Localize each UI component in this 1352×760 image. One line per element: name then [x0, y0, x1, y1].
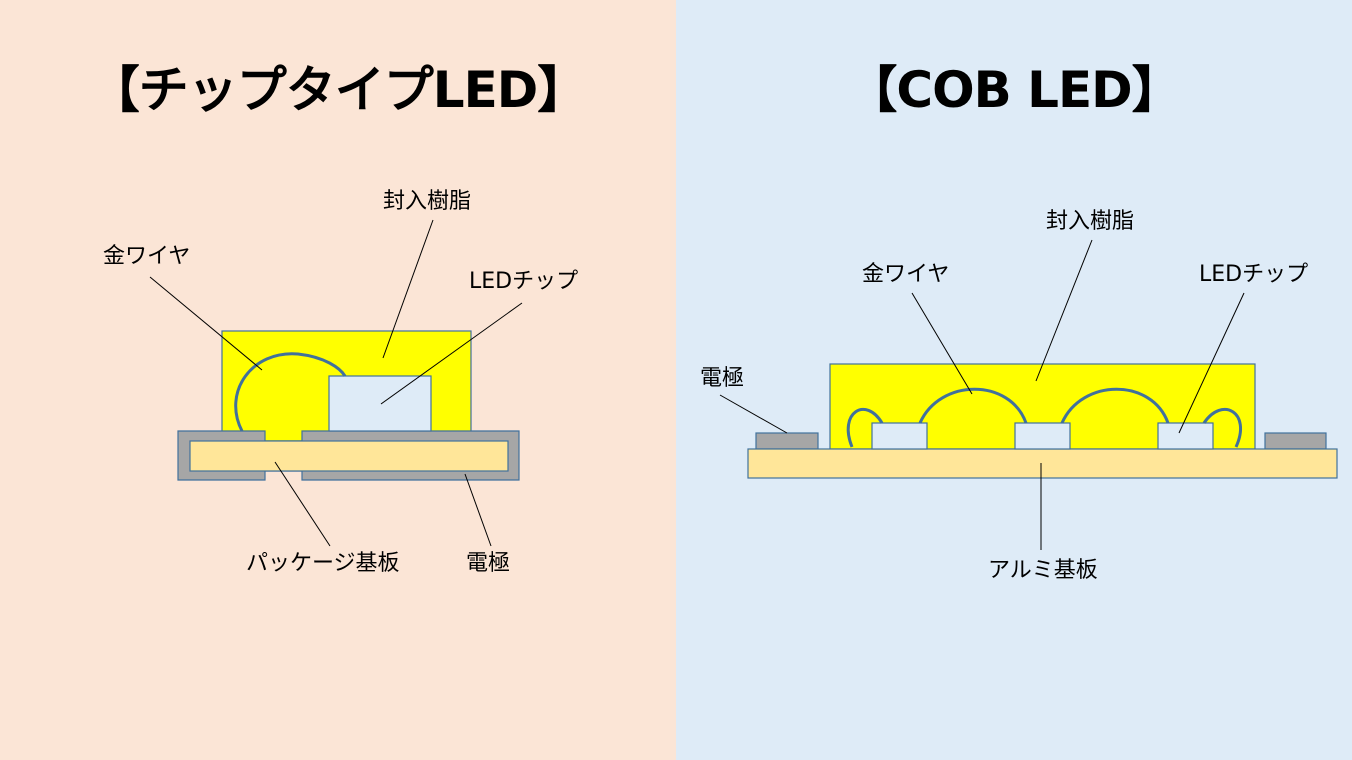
- chip-type-led-panel: 【チップタイプLED】: [0, 0, 676, 760]
- cob-label-aluminum-substrate: アルミ基板: [988, 558, 1098, 583]
- chip-type-package-substrate: [189, 440, 509, 472]
- cob-label-electrode: 電極: [700, 366, 744, 391]
- leader-line-package-substrate: [274, 461, 331, 547]
- cob-led-diagram: 封入樹脂 金ワイヤ LEDチップ 電極 アルミ基板: [700, 209, 1338, 583]
- cob-gold-wire-2: [918, 387, 1028, 424]
- chip-type-led-diagram: 封入樹脂 金ワイヤ LEDチップ パッケージ基板 電極: [103, 189, 578, 576]
- label-gold-wire: 金ワイヤ: [103, 244, 190, 269]
- leader-line-gold-wire: [149, 276, 263, 371]
- cob-leader-line-electrode: [719, 394, 788, 434]
- cob-aluminum-substrate: [747, 448, 1338, 479]
- label-resin: 封入樹脂: [383, 189, 471, 214]
- cob-gold-wire-3: [1060, 387, 1170, 424]
- leader-line-resin: [382, 219, 434, 359]
- cob-leader-line-gold-wire: [911, 292, 973, 395]
- cob-leader-line-resin: [1035, 239, 1093, 382]
- cob-label-gold-wire: 金ワイヤ: [862, 262, 949, 287]
- chip-type-gold-wire: [234, 352, 347, 432]
- cob-led-chip-3: [1157, 422, 1214, 450]
- cob-electrode-right: [1264, 432, 1327, 450]
- chip-type-led-chip: [328, 375, 432, 432]
- label-electrode: 電極: [466, 551, 510, 576]
- cob-gold-wire-4: [1202, 407, 1243, 448]
- cob-label-led-chip: LEDチップ: [1199, 262, 1308, 287]
- chip-type-led-title: 【チップタイプLED】: [89, 61, 588, 119]
- label-led-chip: LEDチップ: [469, 269, 578, 294]
- cob-electrode-left: [755, 432, 819, 450]
- label-package-substrate: パッケージ基板: [246, 551, 400, 576]
- cob-led-chip-1: [871, 422, 928, 450]
- leader-line-led-chip: [380, 302, 523, 405]
- cob-gold-wire-1: [846, 407, 884, 448]
- cob-label-resin: 封入樹脂: [1046, 209, 1134, 234]
- cob-leader-line-led-chip: [1178, 292, 1245, 434]
- cob-led-title: 【COB LED】: [847, 61, 1181, 119]
- cob-led-chip-2: [1014, 422, 1071, 450]
- leader-line-electrode: [464, 473, 492, 547]
